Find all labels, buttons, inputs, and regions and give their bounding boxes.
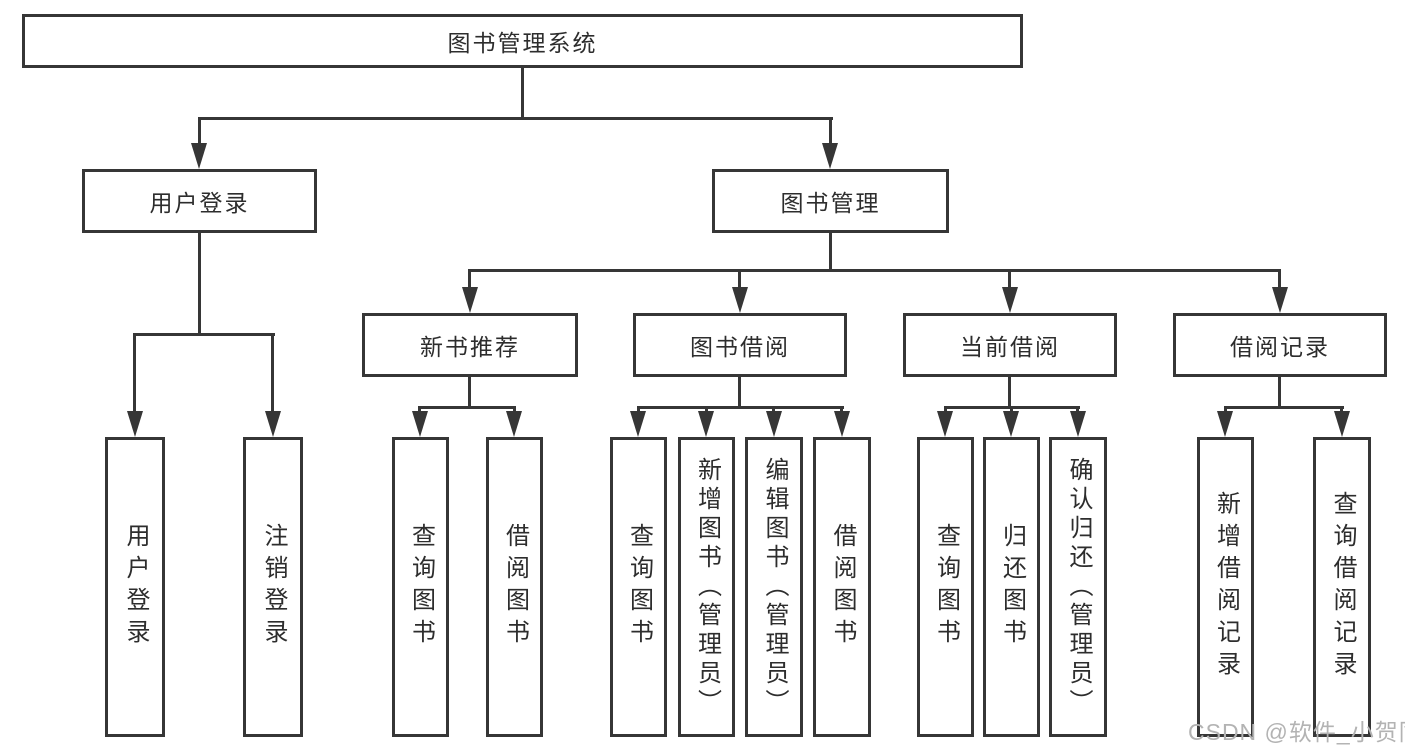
connector-book-borrow-trunk bbox=[738, 375, 741, 409]
arrow-into-lf6 bbox=[698, 411, 714, 437]
leaf-label: 查询图书 bbox=[932, 523, 960, 651]
connector-stem-new-book bbox=[468, 269, 471, 291]
connector-stem-leaf-logout bbox=[271, 333, 274, 415]
connector-stem-borrow-records bbox=[1278, 269, 1281, 291]
node-book-borrow: 图书借阅 bbox=[633, 313, 847, 377]
arrow-into-lf9 bbox=[937, 411, 953, 437]
arrow-into-lf11 bbox=[1070, 411, 1086, 437]
arrow-into-borrow-records bbox=[1272, 287, 1288, 313]
leaf-label: 借阅图书 bbox=[829, 523, 856, 651]
leaf-user-login: 用户登录 bbox=[105, 437, 165, 737]
leaf-add-books-admin: 新增图书（管理员） bbox=[678, 437, 735, 737]
leaf-label: 用户登录 bbox=[122, 523, 149, 651]
leaf-label: 查询图书 bbox=[625, 523, 653, 651]
leaf-query-books: 查询图书 bbox=[392, 437, 449, 737]
arrow-into-lf13 bbox=[1334, 411, 1350, 437]
node-borrow-records: 借阅记录 bbox=[1173, 313, 1387, 377]
node-user-login: 用户登录 bbox=[82, 169, 317, 233]
leaf-label: 查询图书 bbox=[407, 523, 435, 651]
arrow-into-lf12 bbox=[1217, 411, 1233, 437]
arrow-into-lf3 bbox=[412, 411, 428, 437]
node-label: 新书推荐 bbox=[420, 334, 520, 360]
connector-root-trunk bbox=[521, 66, 524, 120]
leaf-label: 查询借阅记录 bbox=[1329, 491, 1356, 683]
arrow-into-leaf-user-login bbox=[127, 411, 143, 437]
connector-stem-lf4 bbox=[513, 406, 516, 415]
connector-borrow-records-bus bbox=[1224, 406, 1344, 409]
arrow-into-lf8 bbox=[834, 411, 850, 437]
connector-stem-lf13 bbox=[1340, 406, 1343, 415]
leaf-label: 归还图书 bbox=[998, 523, 1026, 651]
leaf-label: 新增借阅记录 bbox=[1212, 491, 1240, 683]
connector-stem-lf5 bbox=[637, 406, 640, 415]
leaf-label: 借阅图书 bbox=[501, 523, 529, 651]
connector-book-borrow-bus bbox=[637, 406, 844, 409]
arrow-into-leaf-logout bbox=[265, 411, 281, 437]
connector-stem-lf12 bbox=[1224, 406, 1227, 415]
connector-stem-lf10 bbox=[1010, 406, 1013, 415]
connector-stem-lf9 bbox=[944, 406, 947, 415]
arrow-into-lf10 bbox=[1003, 411, 1019, 437]
leaf-add-borrow-record: 新增借阅记录 bbox=[1197, 437, 1254, 737]
leaf-label: 新增图书（管理员） bbox=[693, 456, 721, 718]
arrow-into-user-login bbox=[191, 143, 207, 169]
arrow-into-lf7 bbox=[766, 411, 782, 437]
node-label: 图书管理系统 bbox=[447, 30, 598, 56]
arrow-into-new-book bbox=[462, 287, 478, 313]
connector-stem-lf3 bbox=[418, 406, 421, 415]
connector-level3-bus bbox=[468, 269, 1281, 272]
leaf-label: 确认归还（管理员） bbox=[1065, 456, 1092, 718]
connector-current-borrow-trunk bbox=[1008, 375, 1011, 409]
arrow-into-book-management bbox=[822, 143, 838, 169]
node-book-management: 图书管理 bbox=[712, 169, 949, 233]
connector-new-book-bus bbox=[419, 406, 516, 409]
connector-user-login-bus bbox=[134, 333, 275, 336]
leaf-label: 编辑图书（管理员） bbox=[761, 456, 788, 718]
node-label: 图书借阅 bbox=[690, 334, 790, 360]
connector-stem-user-login bbox=[198, 117, 201, 147]
connector-level2-bus bbox=[198, 117, 833, 120]
connector-stem-leaf-user-login bbox=[133, 333, 136, 415]
node-current-borrow: 当前借阅 bbox=[903, 313, 1117, 377]
leaf-logout-login: 注销登录 bbox=[243, 437, 303, 737]
leaf-borrow-books: 借阅图书 bbox=[486, 437, 543, 737]
leaf-label: 注销登录 bbox=[260, 523, 287, 651]
arrow-into-lf5 bbox=[630, 411, 646, 437]
connector-stem-lf6 bbox=[705, 406, 708, 415]
connector-stem-lf7 bbox=[772, 406, 775, 415]
connector-stem-book-borrow bbox=[738, 269, 741, 291]
connector-new-book-trunk bbox=[468, 375, 471, 409]
leaf-query-books-3: 查询图书 bbox=[917, 437, 974, 737]
leaf-borrow-books-2: 借阅图书 bbox=[813, 437, 871, 737]
connector-stem-book-management bbox=[829, 117, 832, 147]
node-label: 图书管理 bbox=[780, 190, 881, 216]
node-new-book-recommend: 新书推荐 bbox=[362, 313, 578, 377]
node-label: 当前借阅 bbox=[960, 334, 1060, 360]
leaf-query-borrow-record: 查询借阅记录 bbox=[1313, 437, 1371, 737]
connector-book-management-trunk bbox=[829, 231, 832, 272]
connector-user-login-trunk bbox=[198, 231, 201, 336]
arrow-into-book-borrow bbox=[732, 287, 748, 313]
node-root-library-system: 图书管理系统 bbox=[22, 14, 1023, 68]
connector-stem-lf11 bbox=[1076, 406, 1079, 415]
leaf-edit-books-admin: 编辑图书（管理员） bbox=[745, 437, 803, 737]
connector-borrow-records-trunk bbox=[1278, 375, 1281, 409]
leaf-query-books-2: 查询图书 bbox=[610, 437, 667, 737]
leaf-return-books: 归还图书 bbox=[983, 437, 1040, 737]
node-label: 用户登录 bbox=[149, 190, 250, 216]
arrow-into-current-borrow bbox=[1002, 287, 1018, 313]
arrow-into-lf4 bbox=[506, 411, 522, 437]
csdn-watermark: CSDN @软件_小贺同学 bbox=[1188, 719, 1405, 745]
connector-stem-lf8 bbox=[840, 406, 843, 415]
leaf-confirm-return-admin: 确认归还（管理员） bbox=[1049, 437, 1107, 737]
connector-stem-current-borrow bbox=[1008, 269, 1011, 291]
node-label: 借阅记录 bbox=[1230, 334, 1330, 360]
